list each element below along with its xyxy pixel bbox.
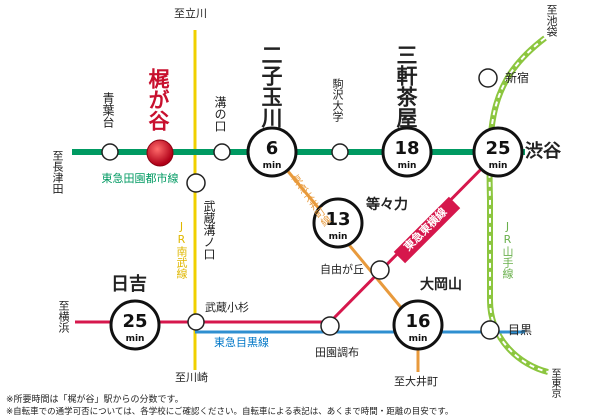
label-kajigaya: 梶が谷 [146,68,170,131]
dir-ooimachi: 至大井町 [394,375,438,388]
station-mizonokuchi[interactable] [213,143,231,161]
label-aobadai: 青葉台 [101,92,115,128]
label-meguro: 目黒 [508,323,533,337]
label-musashimizonokuchi: 武蔵溝ノ口 [202,200,216,260]
label-mizonokuchi: 溝の口 [213,96,227,132]
label-shinjuku: 新宿 [505,71,530,85]
label-hiyoshi: 日吉 [111,274,147,295]
line-label-denentoshi: 東急田園都市線 [96,172,184,186]
station-aobadai[interactable] [101,143,119,161]
time-circle-sangenjaya[interactable]: 18 min [381,126,433,178]
time-circle-hiyoshi[interactable]: 25 min [109,299,161,351]
dir-nagatsuta: 至長津田 [51,150,64,194]
yamanote-line-inner [488,37,549,373]
time-hiyoshi: 25 [122,311,147,332]
dir-tachikawa: 至立川 [174,7,207,20]
label-ookayama: 大岡山 [420,277,462,293]
line-label-denentoshi-text: 東急田園都市線 [101,172,179,185]
dir-yokohama: 至横浜 [57,300,70,333]
line-label-yamanote: JR山手線 [501,220,514,279]
station-musashikosugi[interactable] [187,313,205,331]
station-denenchofu[interactable] [320,316,340,336]
station-jiyugaoka[interactable] [370,260,390,280]
time-circle-futakotamagawa[interactable]: 6 min [246,126,298,178]
label-denenchofu: 田園調布 [315,346,359,359]
label-sangenjaya: 三軒茶屋 [394,44,418,128]
note-bicycle: ※自転車での通学可否については、各学校にご確認ください。自転車による表記は、あく… [6,407,454,417]
station-meguro[interactable] [480,320,500,340]
line-label-nambu: JR南武線 [175,220,188,279]
toyoko-label-band [393,196,461,264]
label-komazawadaigaku: 駒沢大学 [331,78,344,122]
time-unit-todoroki: min [329,232,348,242]
dir-tokyo: 至東京 [549,368,560,398]
time-shibuya: 25 [485,138,510,159]
note-time: ※所要時間は「梶が谷」駅からの分数です。 [6,395,184,405]
label-todoroki: 等々力 [366,197,408,213]
dir-ikebukuro: 至池袋 [545,4,558,37]
station-musashimizonokuchi[interactable] [186,173,206,193]
label-futakotamagawa: 二子玉川 [259,44,283,128]
time-unit-shibuya: min [489,161,508,171]
time-unit-sangenjaya: min [398,161,417,171]
time-sangenjaya: 18 [394,138,419,159]
time-unit-hiyoshi: min [126,334,145,344]
label-jiyugaoka: 自由が丘 [320,263,364,276]
time-circle-ookayama[interactable]: 16 min [392,299,444,351]
time-futakotamagawa: 6 [266,138,279,159]
time-circle-todoroki[interactable]: 13 min [312,197,364,249]
time-todoroki: 13 [325,209,350,230]
time-unit-ookayama: min [409,334,428,344]
yamanote-line [486,35,549,375]
dir-kawasaki: 至川崎 [175,371,208,384]
label-musashikosugi: 武蔵小杉 [205,301,249,314]
station-komazawadaigaku[interactable] [331,143,349,161]
time-circle-shibuya[interactable]: 25 min [472,126,524,178]
station-kajigaya-marker[interactable] [146,139,174,167]
label-shibuya: 渋谷 [525,141,561,162]
time-unit-futakotamagawa: min [263,161,282,171]
line-label-meguro: 東急目黒線 [214,336,269,349]
time-ookayama: 16 [405,311,430,332]
station-shinjuku[interactable] [478,68,498,88]
